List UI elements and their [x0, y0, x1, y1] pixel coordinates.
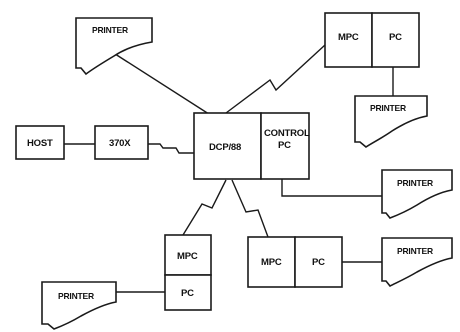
controller-370x-label: 370X	[109, 138, 131, 149]
connection-lines	[64, 44, 394, 293]
mpc-bottom-left-label: MPC	[177, 251, 198, 262]
dcp88-box	[193, 112, 262, 180]
pc-box	[164, 274, 212, 311]
printer-shape	[381, 169, 453, 219]
dcp88-label: DCP/88	[209, 142, 241, 153]
link-dcp88-mpc-bottommiddle	[231, 179, 269, 238]
pc-bottom-middle-label: PC	[312, 257, 325, 268]
link-controlpc-printer-rightmiddle	[281, 178, 382, 197]
link-dcp88-mpc-topright	[225, 44, 326, 114]
link-printer-topleft-dcp88	[111, 51, 213, 117]
host-label: HOST	[27, 138, 53, 149]
workstation-bottom-middle: MPC PC	[247, 236, 343, 288]
controller-370x-box	[94, 125, 149, 160]
printer-bottom-right-label: PRINTER	[397, 246, 433, 256]
pc-box	[371, 12, 420, 68]
printer-right-upper-label: PRINTER	[370, 103, 406, 113]
printer-top-left-label: PRINTER	[92, 25, 128, 35]
printer-shape	[41, 281, 117, 330]
mpc-top-right-label: MPC	[338, 32, 359, 43]
mpc-bottom-middle-label: MPC	[261, 257, 282, 268]
control-pc-label-line1: CONTROL	[264, 128, 310, 139]
workstation-top-right: MPC PC	[324, 12, 420, 68]
printer-right-upper: PRINTER	[354, 95, 428, 148]
printer-shape	[354, 95, 428, 148]
dcp88-node: DCP/88 CONTROL PC	[193, 112, 310, 180]
printer-shape	[75, 17, 153, 76]
workstation-bottom-left: MPC PC	[164, 234, 212, 311]
link-dcp88-mpc-bottomleft	[182, 179, 227, 236]
link-370x-dcp88	[148, 143, 194, 154]
printer-shape	[381, 237, 453, 288]
printer-bottom-left-label: PRINTER	[58, 291, 94, 301]
mpc-box	[247, 236, 296, 288]
printer-right-middle: PRINTER	[381, 169, 453, 219]
host-node: HOST	[15, 125, 65, 160]
pc-top-right-label: PC	[389, 32, 402, 43]
control-pc-box	[260, 112, 310, 180]
printer-right-middle-label: PRINTER	[397, 178, 433, 188]
printer-bottom-left: PRINTER	[41, 281, 117, 330]
controller-370x-node: 370X	[94, 125, 149, 160]
pc-box	[294, 236, 343, 288]
printer-top-left: PRINTER	[75, 17, 153, 76]
printer-bottom-right: PRINTER	[381, 237, 453, 288]
host-box	[15, 125, 65, 160]
control-pc-label-line2: PC	[278, 140, 291, 151]
pc-bottom-left-label: PC	[181, 288, 194, 299]
